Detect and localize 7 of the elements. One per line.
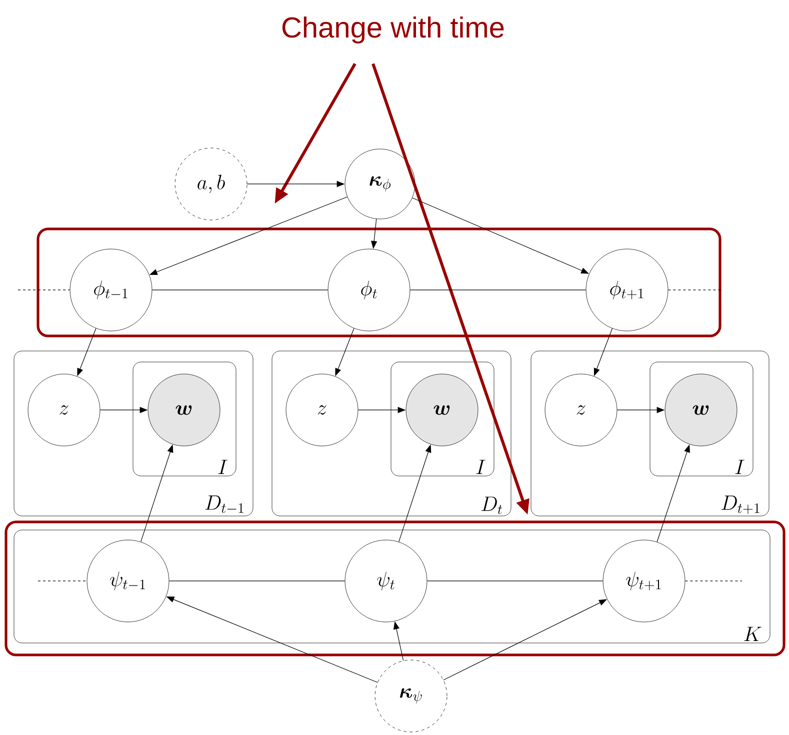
highlight-box xyxy=(36,228,722,338)
dotted-line xyxy=(684,580,742,582)
connector-line xyxy=(168,580,346,582)
connector-line xyxy=(426,580,604,582)
title-text: Change with time xyxy=(282,16,504,44)
dotted-line xyxy=(38,580,88,582)
highlight-box xyxy=(4,520,786,656)
